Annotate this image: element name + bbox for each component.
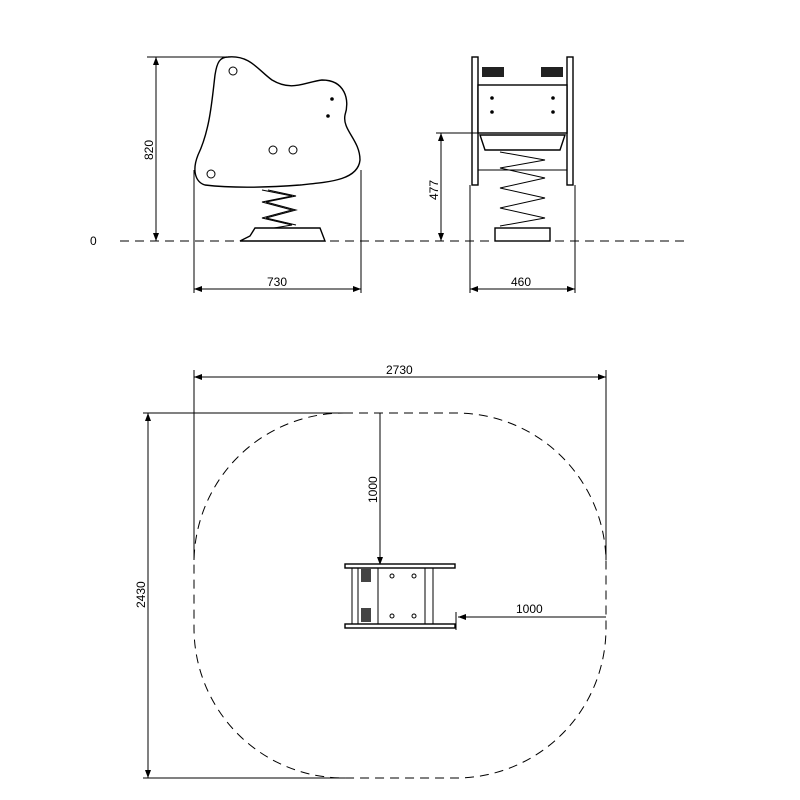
ground-label: 0 [90, 234, 97, 248]
plan-width-label: 2430 [134, 581, 148, 608]
plan-view: 2730 2430 1000 1000 [134, 363, 607, 779]
side-view: 820 730 [142, 56, 362, 293]
side-width-label: 730 [267, 275, 287, 289]
front-seat-height-label: 477 [427, 180, 441, 200]
side-height-label: 820 [142, 140, 156, 160]
clearance-top-label: 1000 [366, 476, 380, 503]
safety-zone [193, 412, 607, 779]
front-view: 477 460 [427, 56, 576, 293]
clearance-side-label: 1000 [516, 602, 543, 616]
front-width-label: 460 [511, 275, 531, 289]
plan-length-label: 2730 [386, 363, 413, 377]
